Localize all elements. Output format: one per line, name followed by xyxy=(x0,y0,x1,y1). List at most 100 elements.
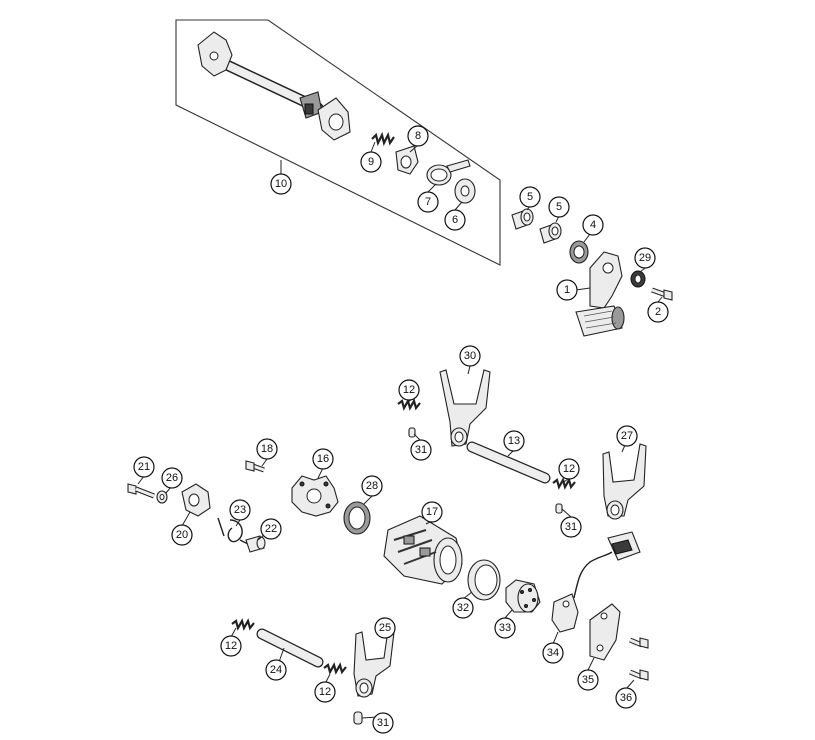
svg-text:8: 8 xyxy=(415,130,421,142)
svg-text:18: 18 xyxy=(261,443,273,455)
spring-9 xyxy=(371,131,395,147)
part-33 xyxy=(505,579,541,613)
svg-text:12: 12 xyxy=(319,686,331,698)
svg-text:29: 29 xyxy=(639,252,651,264)
spring-12b xyxy=(552,477,576,490)
svg-text:1: 1 xyxy=(564,284,570,296)
callout-29: 29 xyxy=(634,247,656,269)
bolt-21 xyxy=(127,483,155,499)
svg-text:4: 4 xyxy=(590,219,596,231)
shift-drum-17 xyxy=(383,515,463,585)
callout-12c: 12 xyxy=(220,635,242,657)
callout-6: 6 xyxy=(444,209,466,231)
pin-31a xyxy=(408,427,416,438)
callout-17: 17 xyxy=(421,501,443,523)
shift-fork-25 xyxy=(353,629,395,698)
callout-22: 22 xyxy=(260,518,282,540)
callout-28: 28 xyxy=(361,475,383,497)
pin-31c xyxy=(353,711,363,725)
callout-32: 32 xyxy=(452,597,474,619)
washer-26 xyxy=(156,490,168,504)
svg-text:6: 6 xyxy=(452,214,458,226)
pin-31b xyxy=(555,503,563,514)
callout-35: 35 xyxy=(577,669,599,691)
callout-7: 7 xyxy=(417,191,439,213)
callout-21: 21 xyxy=(133,456,155,478)
callout-34: 34 xyxy=(542,642,564,664)
svg-text:36: 36 xyxy=(620,692,632,704)
shift-fork-27 xyxy=(602,443,647,520)
callout-1: 1 xyxy=(556,279,578,301)
seal-4 xyxy=(569,240,589,264)
svg-text:28: 28 xyxy=(366,480,378,492)
leader-lines xyxy=(137,141,663,719)
svg-text:16: 16 xyxy=(317,453,329,465)
seal-28 xyxy=(343,501,371,535)
callout-36: 36 xyxy=(615,687,637,709)
svg-text:27: 27 xyxy=(621,430,633,442)
callout-12a: 12 xyxy=(398,379,420,401)
callout-9: 9 xyxy=(360,151,382,173)
callout-27: 27 xyxy=(616,425,638,447)
callout-4: 4 xyxy=(582,214,604,236)
callout-2: 2 xyxy=(647,301,669,323)
svg-text:26: 26 xyxy=(166,472,178,484)
washer-7 xyxy=(426,159,471,186)
svg-text:13: 13 xyxy=(508,435,520,447)
svg-text:25: 25 xyxy=(379,622,391,634)
callout-5a: 5 xyxy=(519,186,541,208)
bearing-5a xyxy=(511,208,534,230)
callouts: 10 9 8 7 6 5 5 4 29 1 2 30 12 31 13 27 1… xyxy=(133,125,669,734)
svg-text:10: 10 xyxy=(275,178,287,190)
svg-text:9: 9 xyxy=(368,156,374,168)
gear-sensor-34 xyxy=(551,531,641,633)
svg-text:32: 32 xyxy=(457,602,469,614)
washer-29 xyxy=(630,270,646,288)
callout-10: 10 xyxy=(270,173,292,195)
shaft-24 xyxy=(256,628,324,668)
callout-30: 30 xyxy=(459,345,481,367)
callout-8: 8 xyxy=(407,125,429,147)
bolt-2 xyxy=(651,287,673,301)
callout-23: 23 xyxy=(229,499,251,521)
svg-text:12: 12 xyxy=(225,640,237,652)
svg-text:24: 24 xyxy=(270,664,282,676)
callout-12b: 12 xyxy=(558,458,580,480)
callout-31a: 31 xyxy=(410,439,432,461)
shift-drum-star-16 xyxy=(291,475,339,517)
svg-text:22: 22 xyxy=(265,523,277,535)
svg-text:23: 23 xyxy=(234,504,246,516)
svg-text:35: 35 xyxy=(582,674,594,686)
svg-text:30: 30 xyxy=(464,350,476,362)
svg-text:5: 5 xyxy=(527,191,533,203)
shift-lever-1 xyxy=(575,251,625,337)
svg-text:21: 21 xyxy=(138,461,150,473)
callout-31c: 31 xyxy=(372,712,394,734)
callout-20: 20 xyxy=(171,524,193,546)
subassembly-frame-10 xyxy=(175,19,501,266)
callout-24: 24 xyxy=(265,659,287,681)
svg-text:33: 33 xyxy=(499,622,511,634)
bolt-36a xyxy=(629,637,649,649)
svg-text:5: 5 xyxy=(556,201,562,213)
cover-plate-35 xyxy=(589,603,621,661)
lever-20 xyxy=(181,483,211,517)
callout-5b: 5 xyxy=(548,196,570,218)
bearing-5b xyxy=(539,222,562,244)
callout-13: 13 xyxy=(503,430,525,452)
part-8 xyxy=(395,145,419,175)
svg-text:12: 12 xyxy=(403,384,415,396)
svg-text:20: 20 xyxy=(176,529,188,541)
svg-text:7: 7 xyxy=(425,196,431,208)
callout-12d: 12 xyxy=(314,681,336,703)
bolt-36b xyxy=(629,669,649,681)
bearing-32 xyxy=(467,559,501,601)
spring-12d xyxy=(323,662,347,675)
callout-31b: 31 xyxy=(560,516,582,538)
callout-18: 18 xyxy=(256,438,278,460)
svg-text:2: 2 xyxy=(655,306,661,318)
svg-text:12: 12 xyxy=(563,463,575,475)
svg-text:31: 31 xyxy=(415,444,427,456)
spring-12a xyxy=(397,398,421,411)
